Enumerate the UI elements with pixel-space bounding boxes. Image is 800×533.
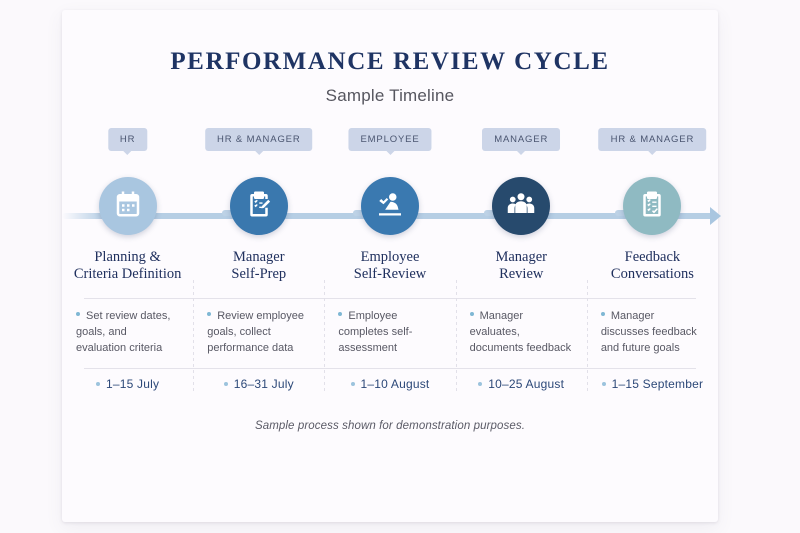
role-badge-1: HR <box>107 128 148 155</box>
footer-note: Sample process shown for demonstration p… <box>254 420 526 432</box>
divider-above-descriptions <box>84 298 696 299</box>
step-icon-circle-3[interactable] <box>361 177 419 235</box>
bullet-dot <box>96 382 101 386</box>
column-divider-3 <box>455 280 457 392</box>
bullet-dot <box>601 382 606 386</box>
step-description-5: Manager discusses feedback and future go… <box>600 310 697 354</box>
person-presentation-icon <box>375 189 405 224</box>
role-badge-3: EMPLOYEE <box>348 128 432 155</box>
step-date-4: 10–25 August <box>456 377 587 391</box>
role-badge-2: HR & MANAGER <box>205 128 313 155</box>
role-badge-4: MANAGER <box>482 128 561 155</box>
bullet-dot <box>76 312 80 316</box>
bullet-dot <box>207 312 212 316</box>
step-title-1: Planning &Criteria Definition <box>73 249 182 282</box>
step-icon-circle-1[interactable] <box>98 177 157 235</box>
step-description-1: Set review dates, goals, and evaluation … <box>76 310 171 354</box>
step-icon-circle-4[interactable] <box>492 177 551 235</box>
step-date-5: 1–15 September <box>587 377 718 391</box>
step-date-3: 1–10 August <box>324 377 455 391</box>
step-date-2: 16–31 July <box>193 377 324 391</box>
divider-above-dates <box>84 368 696 369</box>
timeline-track: HR Planning &Criteria Definition Set rev… <box>62 128 721 418</box>
page-subtitle: Sample Timeline <box>325 86 455 105</box>
page-title: PERFORMANCE REVIEW CYCLE <box>170 48 610 75</box>
timeline-columns: HR Planning &Criteria Definition Set rev… <box>62 128 718 418</box>
column-divider-2 <box>324 280 326 392</box>
role-badge-5: HR & MANAGER <box>598 128 707 155</box>
people-group-icon <box>506 189 536 224</box>
timeline-step-1[interactable]: HR Planning &Criteria Definition Set rev… <box>62 128 193 418</box>
bullet-dot <box>600 312 605 316</box>
bullet-dot <box>350 382 355 386</box>
step-icon-circle-5[interactable] <box>623 177 682 235</box>
step-description-3: Employee completes self-assessment <box>338 310 413 354</box>
column-divider-4 <box>586 280 588 392</box>
infographic-card: PERFORMANCE REVIEW CYCLE Sample Timeline <box>62 10 721 522</box>
step-icon-circle-2[interactable] <box>229 177 288 235</box>
timeline-end-arrow-icon <box>710 207 721 225</box>
bullet-dot <box>338 312 343 316</box>
clipboard-check-icon <box>637 189 667 224</box>
bullet-dot <box>469 312 474 316</box>
column-divider-1 <box>193 280 195 392</box>
bullet-dot <box>223 382 228 386</box>
clipboard-edit-icon <box>244 189 274 224</box>
step-date-1: 1–15 July <box>62 377 193 391</box>
bullet-dot <box>478 382 483 386</box>
step-description-2: Review employee goals, collect performan… <box>207 310 305 354</box>
calendar-icon <box>113 189 143 224</box>
step-description-4: Manager evaluates, documents feedback <box>469 310 572 354</box>
